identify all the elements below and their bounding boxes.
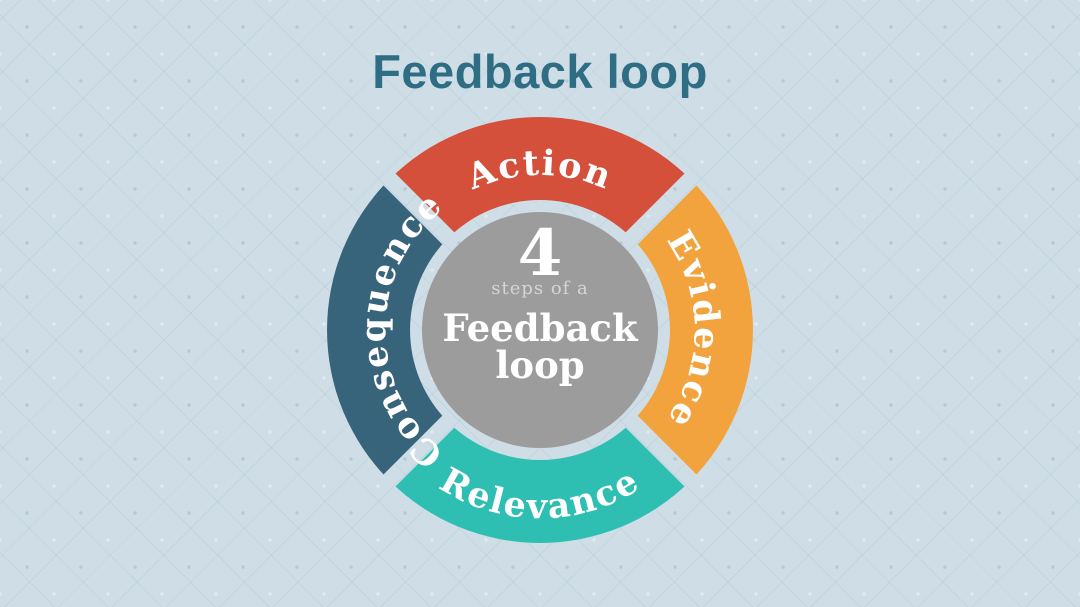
center-title-line1: Feedback — [442, 306, 639, 350]
center-circle — [422, 212, 658, 448]
center-title-line2: loop — [495, 343, 584, 387]
segment-consequence — [327, 179, 449, 481]
segment-relevance — [389, 421, 691, 543]
segment-action — [389, 117, 691, 239]
ring-segments — [327, 117, 753, 543]
center-step-count: 4 — [518, 216, 563, 291]
center-subtitle: steps of a — [491, 278, 589, 299]
segment-evidence — [631, 179, 753, 481]
page-title: Feedback loop — [372, 45, 708, 98]
